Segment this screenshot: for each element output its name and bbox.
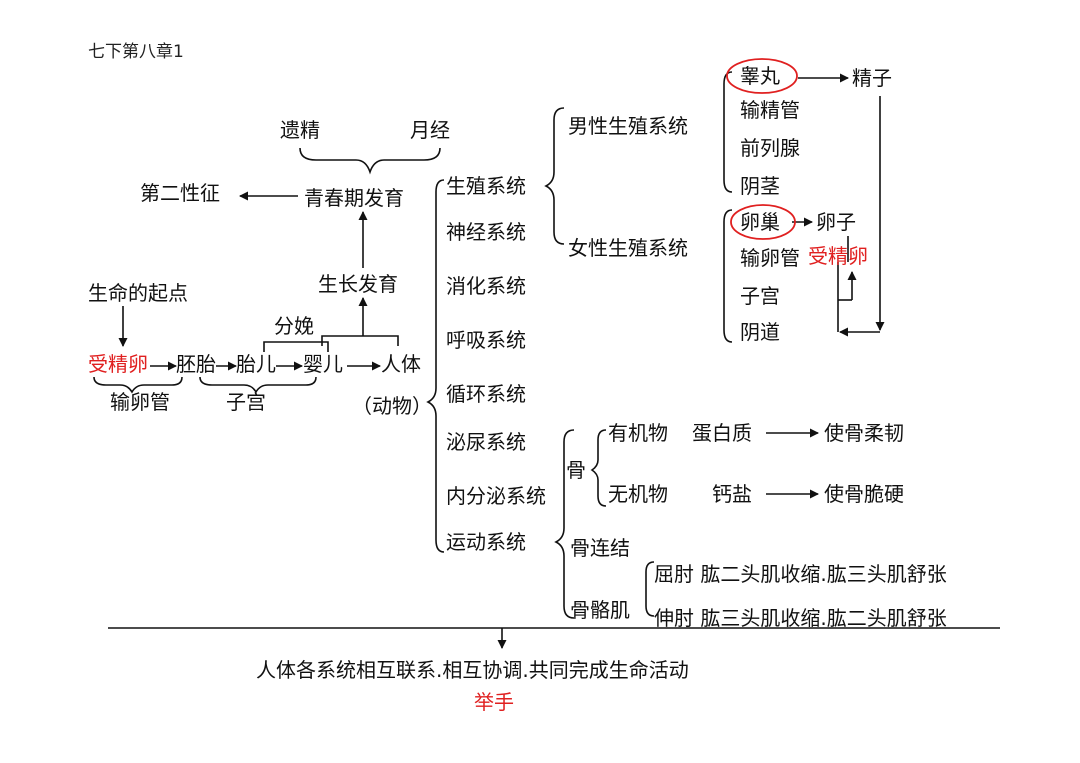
ovary-label: 卵巢: [740, 210, 780, 234]
ovary-highlight-circle: [730, 204, 796, 240]
page-title: 七下第八章1: [88, 42, 184, 62]
system-reproductive: 生殖系统: [446, 174, 526, 198]
egg-cell-label: 卵子: [816, 210, 856, 234]
systems-brace: [426, 179, 445, 553]
uterus-label: 子宫: [740, 284, 780, 308]
vagina-label: 阴道: [740, 320, 780, 344]
motor-brace: [554, 429, 575, 619]
nocturnal-emission-label: 遗精: [280, 118, 320, 142]
system-urinary: 泌尿系统: [446, 430, 526, 454]
oviduct-stage-label: 输卵管: [110, 390, 170, 414]
female-organs-bracket: [723, 209, 733, 343]
protein-label: 蛋白质: [692, 421, 752, 445]
vas-deferens-label: 输精管: [740, 98, 800, 122]
raise-hand-label: 举手: [474, 690, 514, 714]
system-respiratory: 呼吸系统: [446, 328, 526, 352]
origin-label: 生命的起点: [88, 281, 188, 305]
inorganic-label: 无机物: [608, 482, 668, 506]
embryo-label: 胚胎: [176, 352, 216, 376]
calcium-effect-label: 使骨脆硬: [824, 482, 904, 506]
joint-label: 骨连结: [570, 536, 630, 560]
oviduct-brace: [93, 376, 183, 394]
penis-label: 阴茎: [740, 174, 780, 198]
conclusion-text: 人体各系统相互联系.相互协调.共同完成生命活动: [256, 658, 689, 682]
delivery-label: 分娩: [274, 314, 314, 338]
secondary-traits-label: 第二性征: [140, 181, 220, 205]
menstruation-label: 月经: [410, 118, 450, 142]
male-organs-bracket: [723, 71, 733, 193]
fetus-label: 胎儿: [236, 352, 276, 376]
system-motor: 运动系统: [446, 530, 526, 554]
uterus-stage-label: 子宫: [226, 390, 266, 414]
bone-composition-brace: [590, 429, 607, 507]
skeletal-muscle-label: 骨骼肌: [570, 598, 630, 622]
uterus-brace: [199, 376, 317, 394]
organic-label: 有机物: [608, 421, 668, 445]
extend-elbow-label: 伸肘 肱三头肌收缩.肱二头肌舒张: [654, 606, 947, 630]
puberty-label: 青春期发育: [304, 186, 404, 210]
human-label: 人体: [381, 352, 421, 376]
delivery-bracket: [263, 341, 329, 352]
growth-label: 生长发育: [318, 272, 398, 296]
system-circulatory: 循环系统: [446, 382, 526, 406]
testis-highlight-circle: [726, 58, 798, 94]
animal-note: （动物）: [352, 394, 432, 418]
male-system-label: 男性生殖系统: [568, 114, 688, 138]
oviduct-label: 输卵管: [740, 246, 800, 270]
protein-effect-label: 使骨柔韧: [824, 421, 904, 445]
prostate-label: 前列腺: [740, 136, 800, 160]
system-endocrine: 内分泌系统: [446, 484, 546, 508]
muscle-bracket: [645, 561, 655, 617]
calcium-label: 钙盐: [712, 482, 752, 506]
testis-label: 睾丸: [740, 64, 780, 88]
bone-label: 骨: [566, 458, 586, 482]
system-digestive: 消化系统: [446, 274, 526, 298]
female-fertilized-egg-label: 受精卵: [808, 244, 868, 268]
female-system-label: 女性生殖系统: [568, 236, 688, 260]
sperm-label: 精子: [852, 66, 892, 90]
fertilized-egg-label: 受精卵: [88, 352, 148, 376]
system-nervous: 神经系统: [446, 220, 526, 244]
infant-label: 婴儿: [303, 352, 343, 376]
growth-bracket: [321, 335, 399, 346]
puberty-brace: [299, 147, 441, 175]
reproductive-brace: [544, 107, 565, 245]
flex-elbow-label: 屈肘 肱二头肌收缩.肱三头肌舒张: [654, 562, 947, 586]
